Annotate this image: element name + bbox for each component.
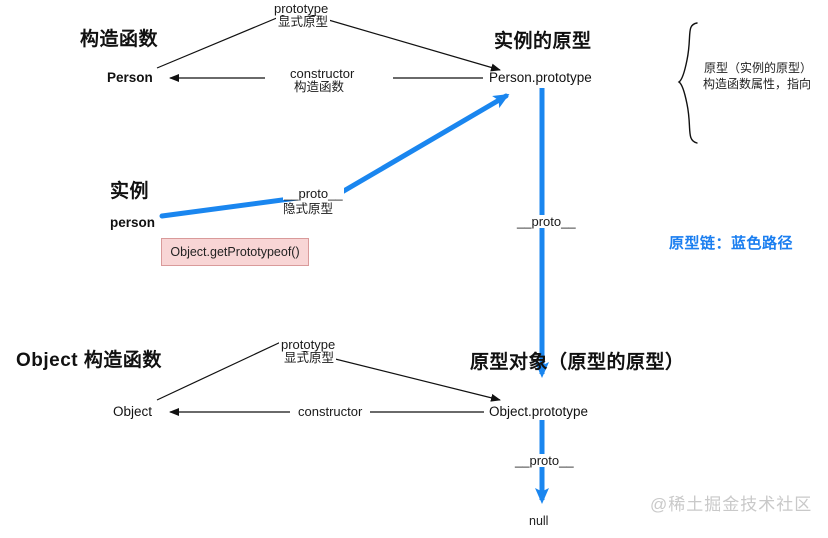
prototype-chain-legend: 原型链：蓝色路径 (669, 235, 794, 252)
watermark: @稀土掘金技术社区 (650, 495, 813, 514)
bracket-annotation-line-1: 原型（实例的原型） (704, 61, 813, 75)
heading-object-constructor-section: Object 构造函数 (16, 350, 162, 371)
node-person: Person (107, 70, 153, 85)
node-object: Object (113, 404, 153, 419)
heading-object-prototype-section: 原型对象（原型的原型） (470, 352, 685, 373)
edge-label-top-prototype: prototype (272, 1, 331, 16)
edge-label-instance-proto-cn: 隐式原型 (281, 202, 336, 216)
edge-label-instance-proto: __proto__ (283, 186, 344, 201)
node-person-instance: person (110, 215, 156, 230)
bracket-annotation-line-2: 构造函数属性，指向 (703, 77, 812, 91)
heading-instance-prototype-section: 实例的原型 (494, 31, 592, 52)
heading-constructor-section: 构造函数 (80, 29, 159, 50)
heading-instance-section: 实例 (110, 181, 150, 202)
edge-object-to-prototype-apex (156, 340, 284, 401)
edge-label-person-prototype-chain-proto: __proto__ (516, 214, 577, 229)
edge-prototype-to-person-prototype (307, 13, 501, 72)
right-curly-bracket (677, 22, 698, 144)
edge-label-top-constructor-cn: 构造函数 (292, 80, 347, 94)
edge-label-bottom-prototype-cn: 显式原型 (282, 351, 337, 365)
edge-label-bottom-prototype: prototype (279, 337, 338, 352)
edge-label-object-prototype-chain-proto: __proto__ (514, 453, 575, 468)
edge-label-top-constructor: constructor (287, 67, 358, 80)
edge-label-bottom-constructor: constructor (294, 405, 367, 418)
chain-bend-to-person-prototype (339, 93, 510, 195)
edge-label-top-prototype-cn: 显式原型 (276, 15, 331, 29)
node-null: null (529, 514, 549, 528)
node-person-prototype: Person.prototype (489, 70, 592, 85)
node-object-prototype: Object.prototype (489, 404, 589, 419)
get-prototype-of-callout[interactable]: Object.getPrototypeof() (161, 238, 309, 266)
